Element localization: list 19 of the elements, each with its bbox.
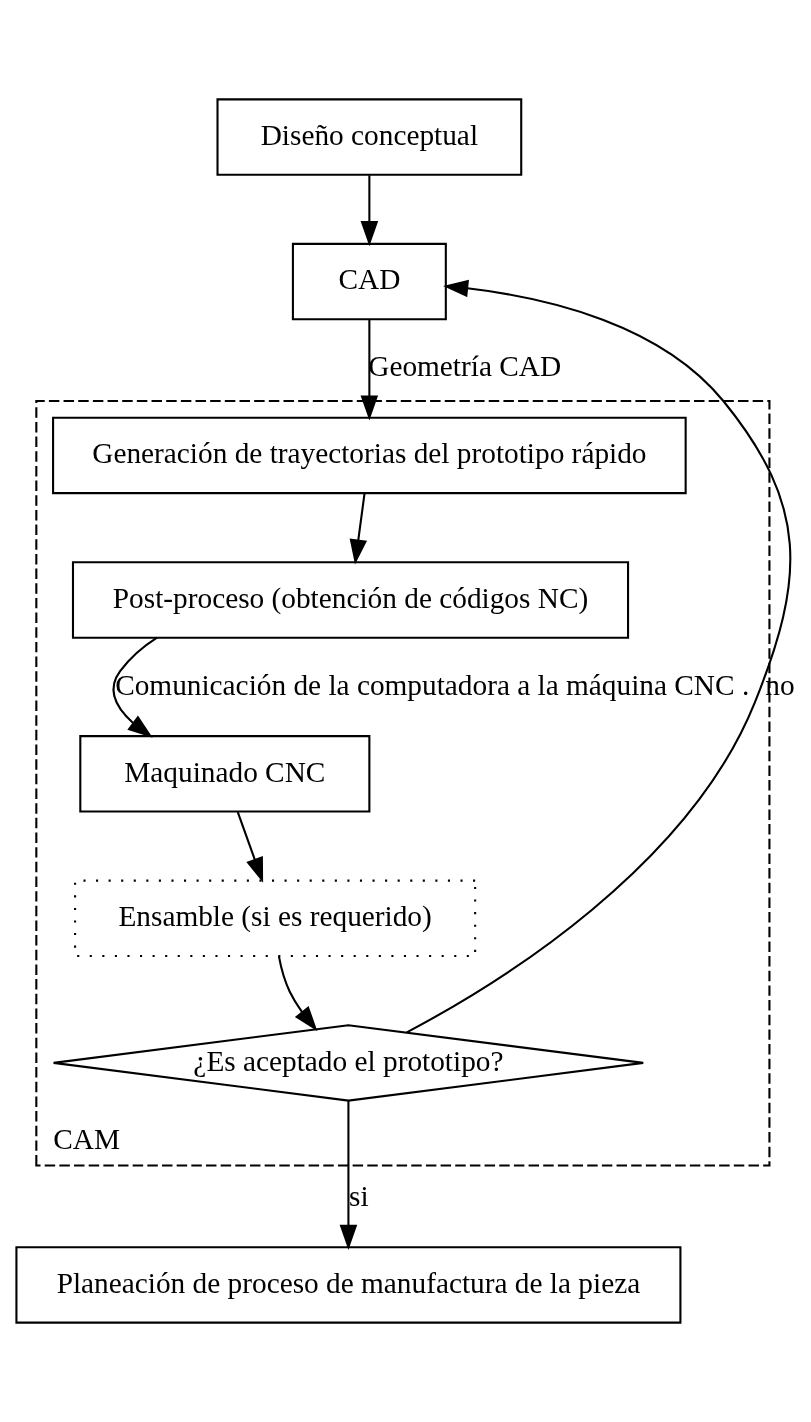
edge-label: Comunicación de la computadora a la máquina CNC . — [115, 668, 750, 701]
arrow — [236, 811, 264, 883]
node-box: Maquinado CNC — [79, 735, 371, 813]
node-box: Diseño conceptual — [216, 98, 523, 176]
node-box: Generación de trayectorias del prototipo rápido — [52, 416, 687, 495]
arrow — [360, 319, 379, 421]
edge-label: Geometría CAD — [368, 350, 562, 383]
arrow — [339, 1100, 358, 1250]
arrow — [349, 493, 368, 565]
node-box: Post-proceso (obtención de códigos NC) — [71, 561, 630, 639]
edge-label: si — [349, 1179, 369, 1212]
node-box: CAD — [291, 242, 447, 321]
arrow — [360, 175, 379, 247]
node-box: Ensamble (si es requerido) — [74, 879, 477, 958]
node-box: Planeación de proceso de manufactura de la pieza — [15, 1246, 682, 1324]
arrow — [406, 279, 792, 1034]
arrow — [277, 956, 318, 1032]
arrow — [112, 636, 158, 738]
node-diamond: ¿Es aceptado el prototipo? — [52, 1024, 645, 1102]
